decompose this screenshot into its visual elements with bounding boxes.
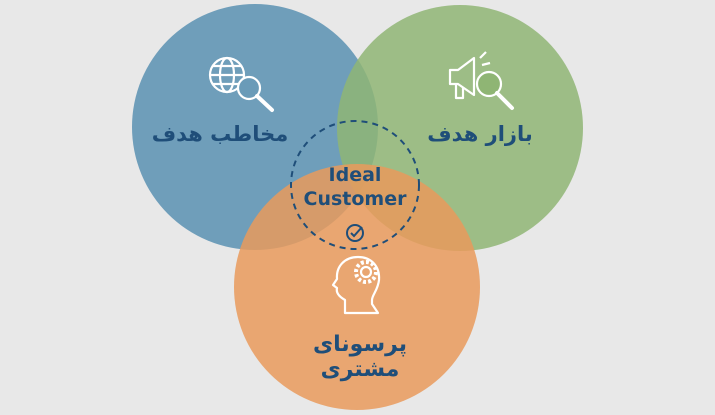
label-customer-persona: پرسونای مشتری	[312, 332, 408, 382]
label-target-audience: مخاطب هدف	[151, 122, 289, 146]
label-target-market: بازار هدف	[427, 122, 533, 146]
circle-customer-persona	[234, 164, 480, 410]
globe-search-icon	[208, 56, 274, 112]
megaphone-search-icon	[448, 51, 514, 110]
check-circle-icon	[346, 224, 364, 242]
ideal-customer-dashed-ring	[290, 120, 420, 250]
ideal-customer-line1: Ideal	[328, 164, 382, 186]
head-gear-icon	[331, 255, 381, 315]
ideal-customer-title: Ideal Customer	[300, 163, 410, 211]
ideal-customer-line2: Customer	[303, 188, 407, 210]
